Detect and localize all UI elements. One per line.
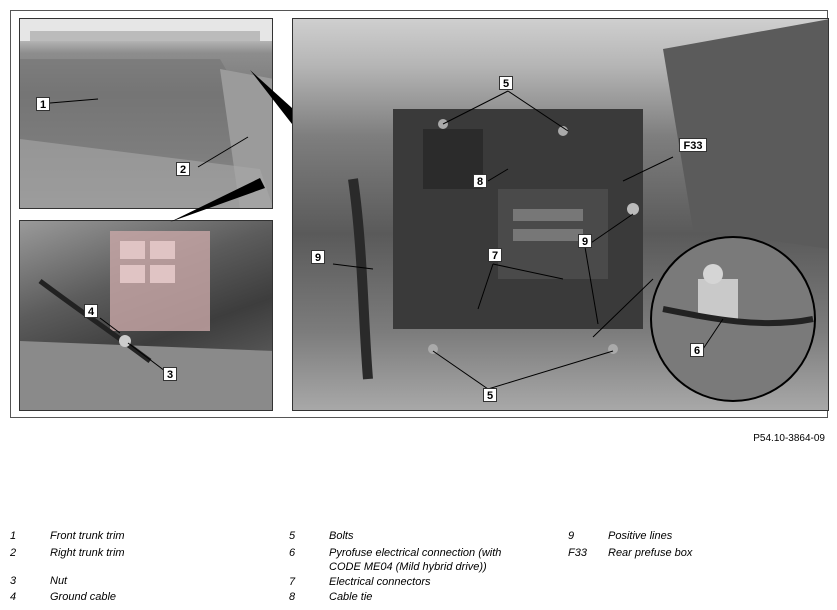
legend-number: 5 — [289, 530, 296, 542]
legend-text: Cable tie — [329, 591, 373, 603]
callout-5-bottom: 5 — [483, 388, 497, 402]
fusebox-photo-drawing — [20, 231, 272, 410]
legend-number: 3 — [10, 575, 17, 587]
callout-3: 3 — [163, 367, 177, 381]
callout-7: 7 — [488, 248, 502, 262]
main-photo-drawing — [332, 19, 828, 402]
callout-8: 8 — [473, 174, 487, 188]
main-photo — [292, 18, 829, 411]
legend-number: F33 — [568, 547, 587, 559]
legend-number: 9 — [568, 530, 575, 542]
legend-number: 7 — [289, 576, 296, 588]
legend-text: Positive lines — [608, 530, 673, 542]
legend-number: 1 — [10, 530, 17, 542]
legend-text: Front trunk trim — [50, 530, 125, 542]
legend-text: Nut — [50, 575, 68, 587]
callout-2: 2 — [176, 162, 190, 176]
legend-number: 6 — [289, 547, 296, 559]
legend-text: Rear prefuse box — [608, 547, 693, 559]
fusebox-photo — [19, 220, 273, 411]
callout-6: 6 — [690, 343, 704, 357]
legend-number: 2 — [10, 547, 17, 559]
trunk-photo — [19, 18, 273, 209]
legend-number: 8 — [289, 591, 296, 603]
callout-5-top: 5 — [499, 76, 513, 90]
figure-code: P54.10-3864-09 — [753, 433, 825, 444]
callout-9-right: 9 — [578, 234, 592, 248]
callout-9-left: 9 — [311, 250, 325, 264]
legend-text: Right trunk trim — [50, 547, 125, 559]
legend-text: Electrical connectors — [329, 576, 431, 588]
connector-wedges — [170, 70, 292, 222]
callout-f33: F33 — [679, 138, 707, 152]
legend-number: 4 — [10, 591, 17, 603]
callout-4: 4 — [84, 304, 98, 318]
legend-text: Ground cable — [50, 591, 117, 603]
legend-text: Bolts — [329, 530, 354, 542]
callout-1: 1 — [36, 97, 50, 111]
trunk-photo-drawing — [20, 19, 272, 208]
legend-text: Pyrofuse electrical connection (with COD… — [329, 547, 502, 573]
